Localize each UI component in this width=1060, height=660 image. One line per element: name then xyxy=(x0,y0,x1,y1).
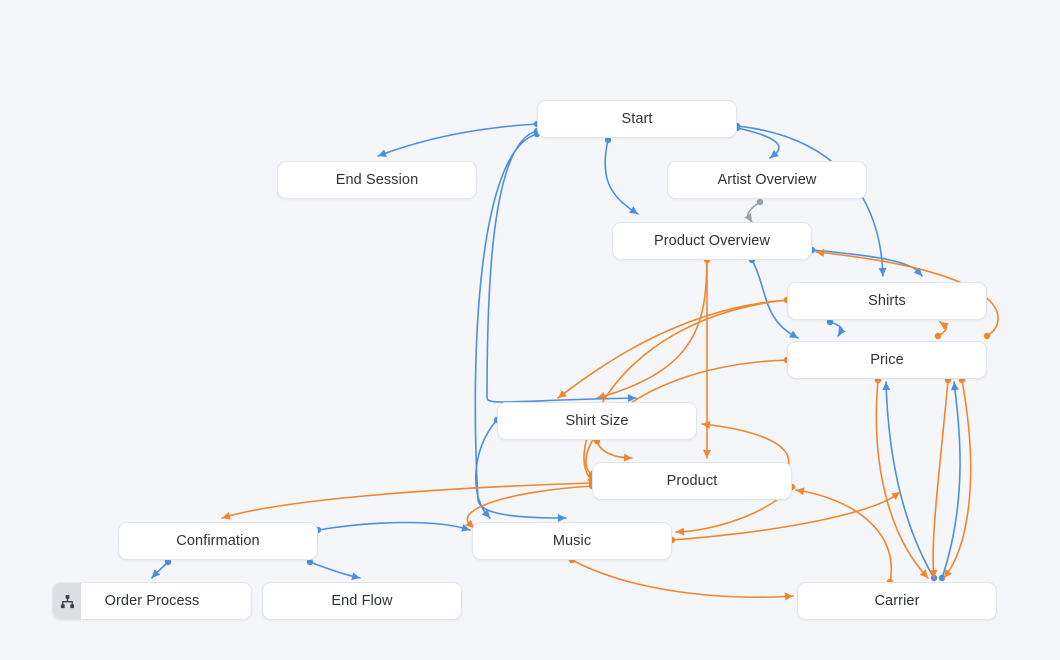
hierarchy-icon xyxy=(53,583,81,619)
node-price[interactable]: Price xyxy=(787,341,987,379)
node-label-order-process: Order Process xyxy=(104,592,200,609)
node-label-product: Product xyxy=(666,472,718,489)
node-order-process[interactable]: Order Process xyxy=(52,582,252,620)
node-label-shirts: Shirts xyxy=(868,292,906,309)
node-label-end-session: End Session xyxy=(335,171,419,188)
node-label-confirmation: Confirmation xyxy=(176,532,260,549)
node-end-session[interactable]: End Session xyxy=(277,161,477,199)
node-label-carrier: Carrier xyxy=(874,592,920,609)
node-label-price: Price xyxy=(870,351,904,368)
node-label-shirt-size: Shirt Size xyxy=(565,412,629,429)
node-end-flow[interactable]: End Flow xyxy=(262,582,462,620)
node-music[interactable]: Music xyxy=(472,522,672,560)
node-shirt-size[interactable]: Shirt Size xyxy=(497,402,697,440)
node-product-overview[interactable]: Product Overview xyxy=(612,222,812,260)
node-label-music: Music xyxy=(552,532,592,549)
node-label-artist-overview: Artist Overview xyxy=(717,171,817,188)
node-label-end-flow: End Flow xyxy=(331,592,393,609)
node-label-product-overview: Product Overview xyxy=(653,232,771,249)
node-confirmation[interactable]: Confirmation xyxy=(118,522,318,560)
node-carrier[interactable]: Carrier xyxy=(797,582,997,620)
node-product[interactable]: Product xyxy=(592,462,792,500)
node-shirts[interactable]: Shirts xyxy=(787,282,987,320)
node-artist-overview[interactable]: Artist Overview xyxy=(667,161,867,199)
node-start[interactable]: Start xyxy=(537,100,737,138)
node-label-start: Start xyxy=(621,110,653,127)
